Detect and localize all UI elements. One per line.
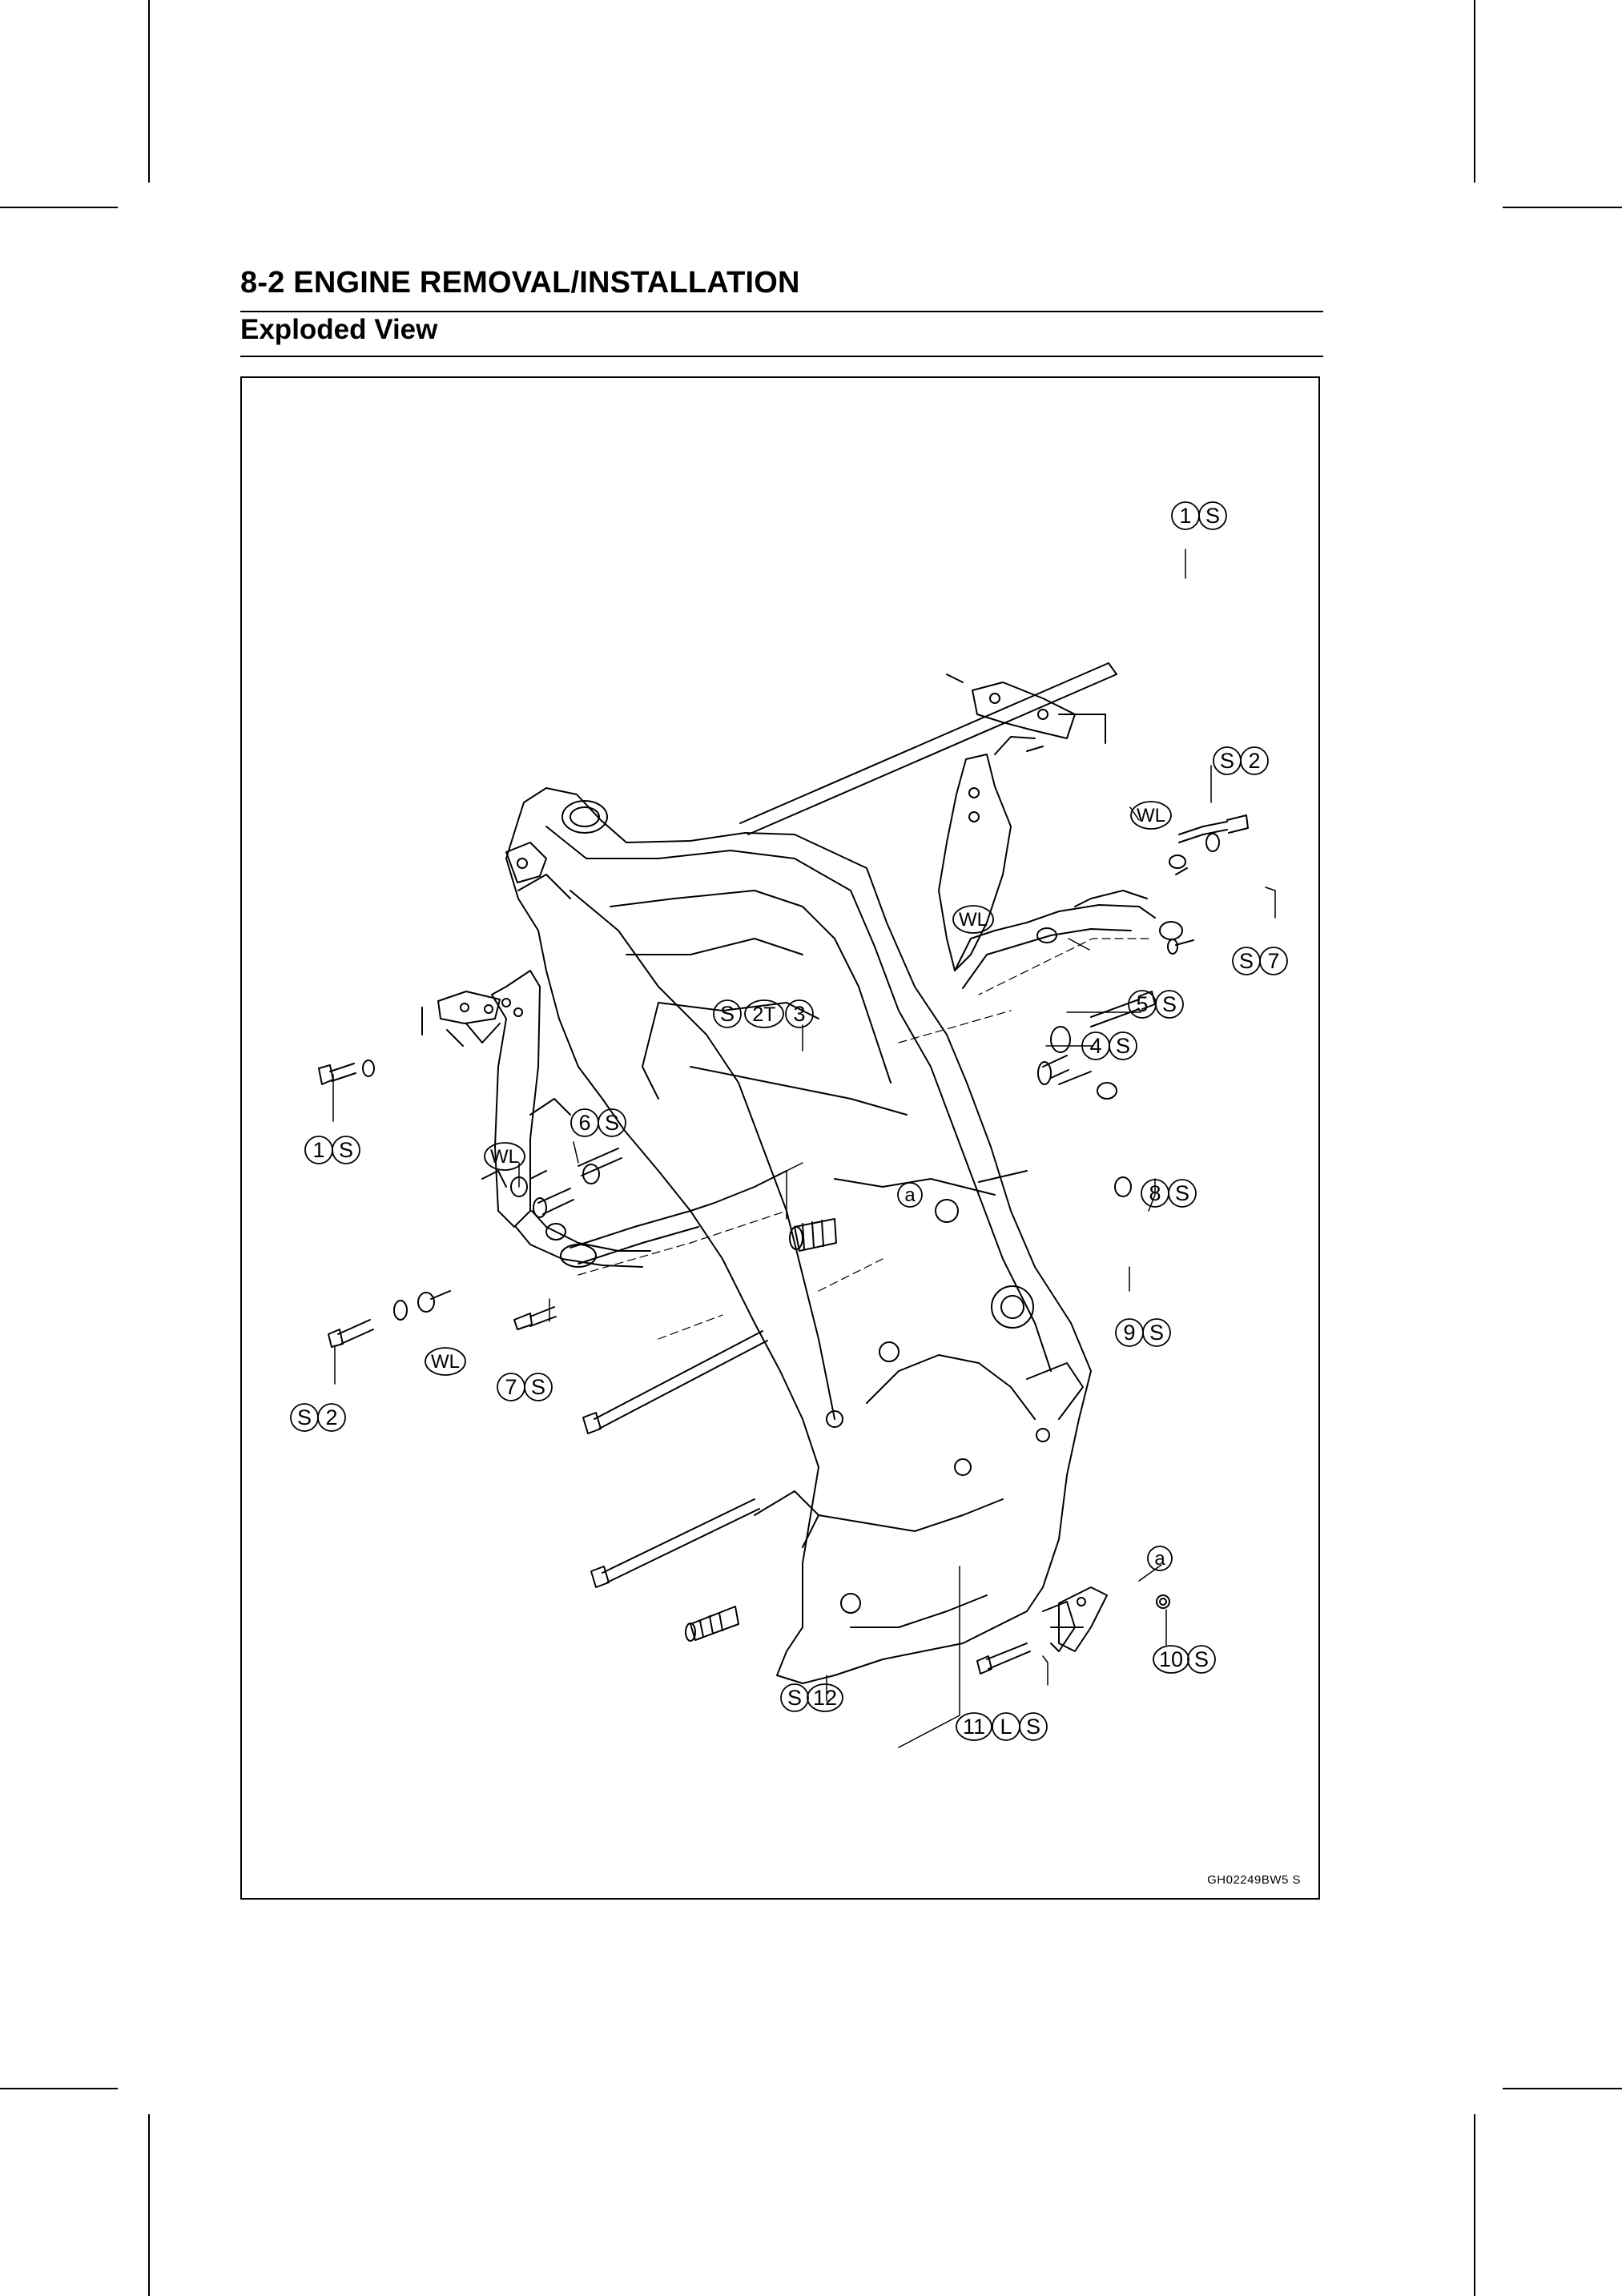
- callout-1-top-code: S: [1205, 504, 1220, 528]
- callout-12-num: 12: [813, 1686, 837, 1710]
- callout-3-code: S: [720, 1002, 735, 1026]
- callout-10-code: S: [1194, 1647, 1209, 1671]
- callout-9-code: S: [1149, 1321, 1164, 1345]
- adjuster-sleeve: [789, 1218, 837, 1252]
- figure-code: GH02249BW5 S: [1207, 1873, 1301, 1887]
- reference-a-mid: a: [904, 1184, 916, 1206]
- crop-mark: [1474, 0, 1475, 183]
- callout-6-code: S: [605, 1111, 619, 1135]
- leader-lines: [332, 549, 1276, 1748]
- callout-11-lock: L: [1000, 1715, 1012, 1739]
- steering-head: [505, 800, 608, 899]
- callout-7-left-num: 7: [505, 1375, 517, 1399]
- crop-mark: [0, 2088, 118, 2089]
- section-title: 8-2 ENGINE REMOVAL/INSTALLATION: [240, 266, 800, 300]
- lower-engine-mount: [754, 1199, 1084, 1614]
- left-engine-bracket: [421, 970, 651, 1268]
- lower-sleeve: [685, 1606, 739, 1642]
- callout-7-right-num: 7: [1267, 949, 1279, 973]
- callout-4-code: S: [1116, 1034, 1130, 1058]
- callout-11-num: 11: [963, 1715, 985, 1739]
- engine-bolts-right: [978, 814, 1249, 1197]
- exploded-view-figure: 1 S S 2 WL WL S 7 5 S S 2T 3 4 S 6 S WL …: [240, 376, 1320, 1900]
- callout-5-num: 5: [1136, 992, 1148, 1016]
- callout-3-num: 3: [793, 1002, 805, 1026]
- callout-10-num: 10: [1159, 1647, 1183, 1671]
- callout-2-right-code: S: [1220, 749, 1234, 773]
- crop-mark: [148, 2114, 150, 2296]
- crop-mark: [0, 207, 118, 208]
- callout-9-num: 9: [1123, 1321, 1135, 1345]
- page-subtitle: Exploded View: [240, 314, 438, 345]
- subtitle-rule: [240, 356, 1323, 357]
- callout-1-left-num: 1: [312, 1138, 324, 1162]
- callout-3-torque: 2T: [752, 1003, 775, 1026]
- callout-12-code: S: [787, 1686, 802, 1710]
- exploded-view-drawing: 1 S S 2 WL WL S 7 5 S S 2T 3 4 S 6 S WL …: [290, 501, 1288, 1748]
- right-engine-bracket: [938, 674, 1183, 989]
- callout-7-left-code: S: [531, 1375, 545, 1399]
- callout-7-right-code: S: [1239, 949, 1254, 973]
- callout-2-right-num: 2: [1248, 749, 1260, 773]
- callout-4-num: 4: [1089, 1034, 1101, 1058]
- wl-mid-label: WL: [959, 909, 988, 931]
- wl-left-label: WL: [490, 1146, 519, 1168]
- callout-5-code: S: [1162, 992, 1177, 1016]
- callout-11-code: S: [1026, 1715, 1040, 1739]
- through-bolts: [582, 1330, 768, 1588]
- callout-1-left-code: S: [339, 1138, 353, 1162]
- callouts: 1 S S 2 WL WL S 7 5 S S 2T 3 4 S 6 S WL …: [290, 501, 1288, 1741]
- lower-bracket: [976, 1586, 1170, 1675]
- callout-6-num: 6: [578, 1111, 590, 1135]
- left-cross-tube: [570, 1170, 787, 1265]
- assembly-lines: [578, 938, 1149, 1340]
- callout-8-code: S: [1175, 1181, 1189, 1205]
- wl-top-label: WL: [1137, 805, 1165, 826]
- callout-2-left-code: S: [297, 1405, 312, 1429]
- crop-mark: [1503, 207, 1622, 208]
- callout-1-top-num: 1: [1179, 504, 1191, 528]
- main-frame: [505, 787, 1092, 1684]
- title-rule: [240, 311, 1323, 312]
- reference-a-bottom: a: [1154, 1548, 1165, 1570]
- engine-bolts-left: [318, 1060, 622, 1348]
- crop-mark: [148, 0, 150, 183]
- crop-mark: [1503, 2088, 1622, 2089]
- wl-bottom-label: WL: [431, 1351, 460, 1373]
- crop-mark: [1474, 2114, 1475, 2296]
- callout-2-left-num: 2: [325, 1405, 337, 1429]
- upper-cross-shaft: [739, 662, 1117, 835]
- callout-8-num: 8: [1149, 1181, 1161, 1205]
